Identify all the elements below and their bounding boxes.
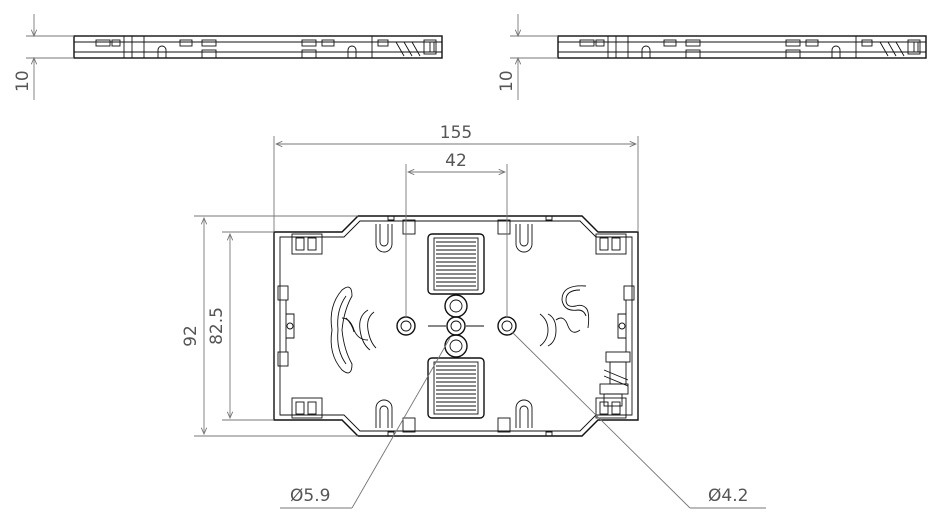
- dimension-overall-width: 155: [273, 123, 639, 232]
- dimension-label-overall-height: 92: [181, 325, 201, 347]
- side-view-right: [557, 35, 927, 59]
- fiber-guide-right: [539, 285, 635, 407]
- dimension-overall-height: 92: [181, 215, 358, 437]
- dimension-label-right-side-height: 10: [497, 70, 517, 92]
- splice-holder-bottom: [427, 357, 485, 419]
- central-hub: [428, 294, 484, 358]
- side-view-left: [73, 35, 443, 59]
- dimension-label-inner-height: 82.5: [207, 307, 227, 345]
- fiber-guide-left: [277, 285, 377, 374]
- splice-holder-top: [427, 233, 485, 295]
- dimension-right-side-height: 10: [497, 14, 558, 100]
- dimension-label-left-side-height: 10: [13, 70, 33, 92]
- dimension-label-large-hole-diameter: Ø5.9: [290, 486, 330, 506]
- dimension-label-small-hole-diameter: Ø4.2: [708, 486, 748, 506]
- leader-small-hole: Ø4.2: [511, 331, 766, 509]
- dimension-inner-height: 82.5: [207, 231, 274, 421]
- dimension-label-overall-width: 155: [440, 123, 472, 143]
- leader-large-hole: Ø5.9: [280, 337, 451, 509]
- corner-clips: [291, 233, 627, 419]
- mounting-holes: [396, 316, 517, 336]
- dimension-hole-spacing: 42: [405, 151, 508, 318]
- dimension-label-hole-spacing: 42: [445, 151, 467, 171]
- dimension-left-side-height: 10: [13, 14, 74, 100]
